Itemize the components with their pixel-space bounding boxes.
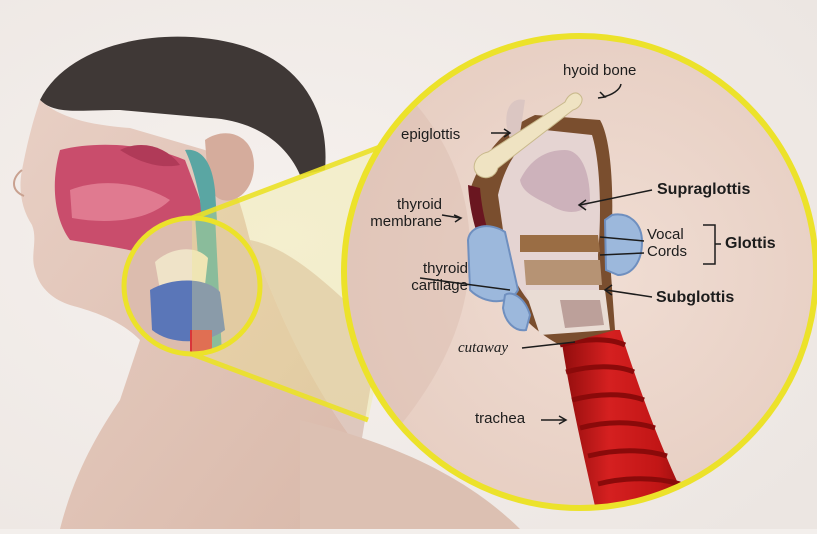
thyroid-membrane-line-2: membrane (362, 213, 442, 230)
thyroid-cartilage-line-2: cartilage (392, 277, 468, 294)
thyroid-membrane-label: thyroid membrane (362, 196, 442, 230)
vocal-cords-line-2: Cords (647, 243, 687, 260)
vocal-cords-line-1: Vocal (647, 226, 687, 243)
subglottis-label: Subglottis (656, 289, 734, 306)
cutaway-label: cutaway (458, 340, 508, 357)
glottis-label: Glottis (725, 235, 776, 252)
thyroid-membrane-line-1: thyroid (362, 196, 442, 213)
thyroid-cartilage-line-1: thyroid (392, 260, 468, 277)
vocal-cords-label: Vocal Cords (647, 226, 687, 260)
trachea-label: trachea (475, 410, 525, 427)
thyroid-cartilage-label: thyroid cartilage (392, 260, 468, 294)
epiglottis-label: epiglottis (401, 126, 460, 143)
hyoid-bone-label: hyoid bone (563, 62, 636, 79)
supraglottis-label: Supraglottis (657, 181, 750, 198)
